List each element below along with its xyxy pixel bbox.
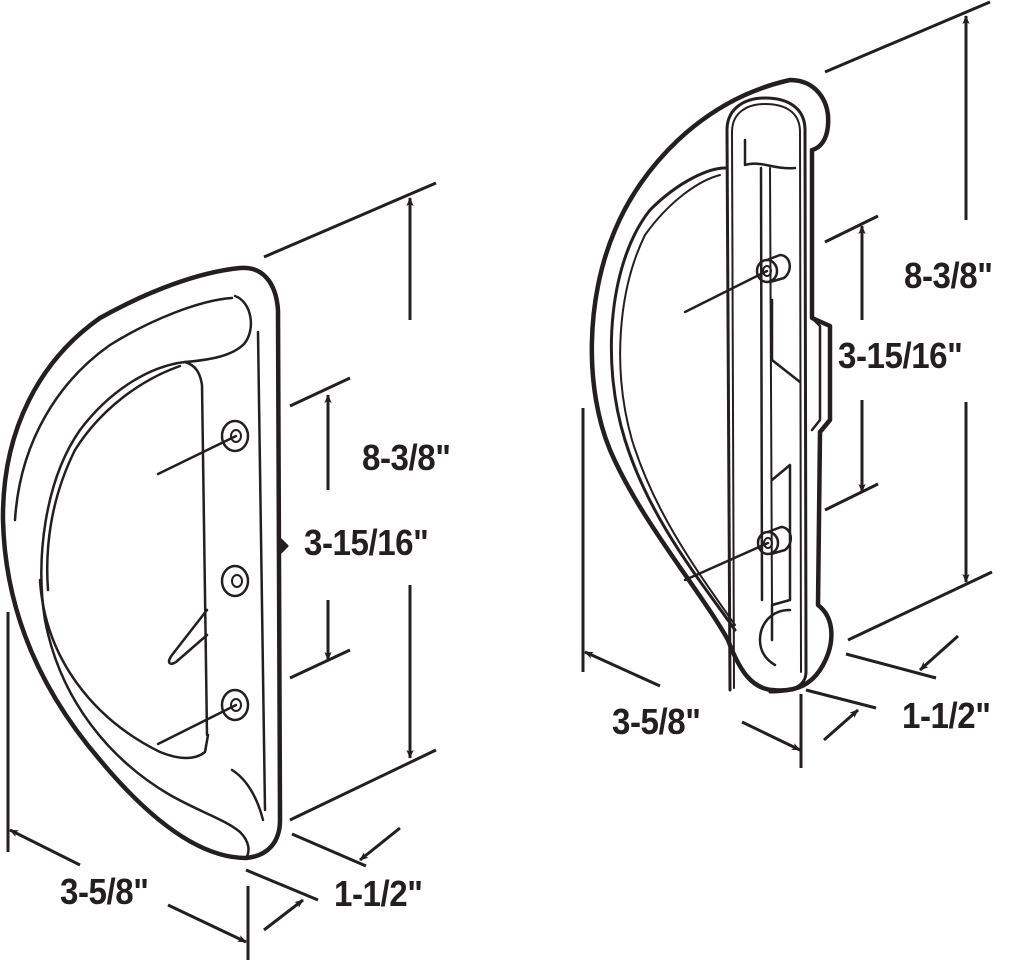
right-height-label: 8-3/8" (904, 255, 993, 296)
left-width-label: 1-1/2" (334, 873, 423, 914)
right-width-label: 1-1/2" (902, 695, 991, 736)
right-hole-spacing-label: 3-15/16" (838, 335, 963, 376)
left-height-label: 8-3/8" (362, 437, 451, 478)
left-dimension-lines (6, 181, 437, 960)
left-handle-drawing (0, 265, 289, 861)
right-handle-drawing (589, 77, 834, 694)
left-hole-spacing-label: 3-15/16" (304, 522, 429, 563)
right-dimension-lines (581, 0, 993, 768)
left-depth-label: 3-5/8" (60, 871, 149, 912)
right-depth-label: 3-5/8" (612, 701, 701, 742)
